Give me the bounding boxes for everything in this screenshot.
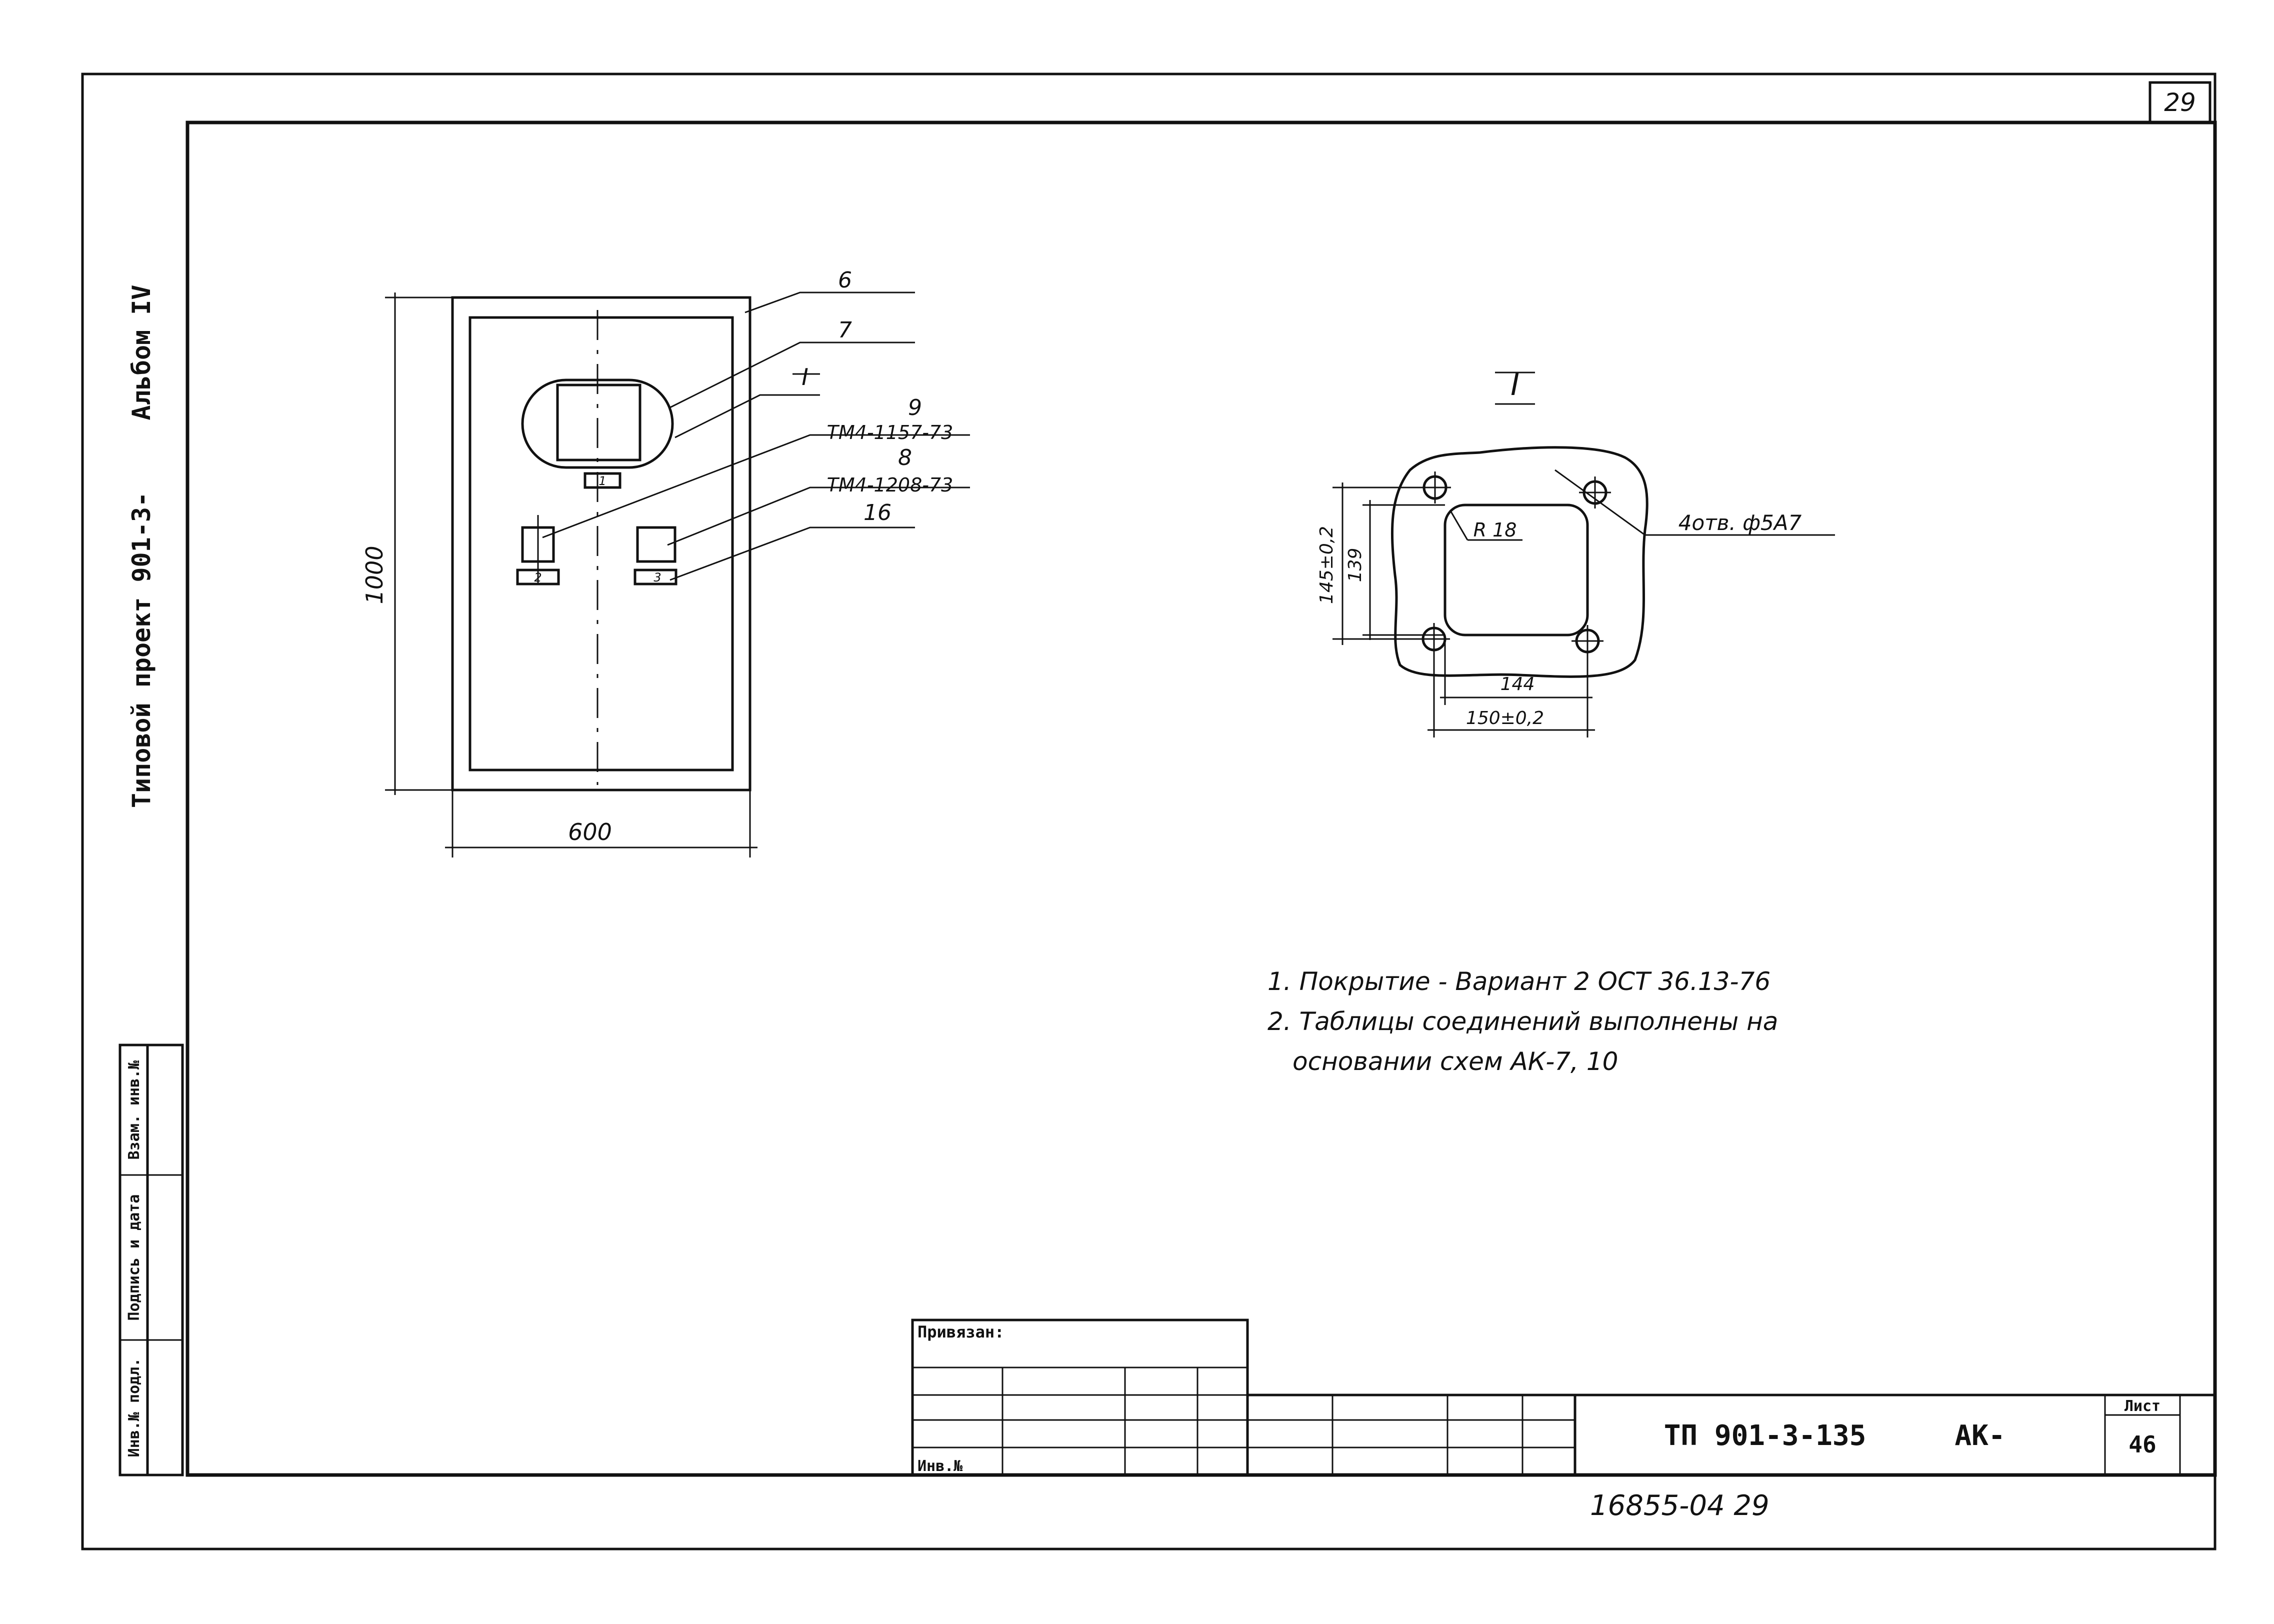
side-stamp-signature: Подпись и дата — [126, 1194, 143, 1321]
note-2: 2. Таблицы соединений выполнены на — [1268, 1007, 1778, 1036]
leader-pos-16: 16 — [864, 500, 892, 526]
designation: ТП 901-3-135 — [1664, 1420, 1866, 1452]
label-plate-2-text: 2 — [534, 570, 542, 584]
sheet-number: 46 — [2128, 1431, 2156, 1458]
label-plate-1 — [584, 472, 622, 489]
sheet-label: Лист — [2124, 1398, 2160, 1415]
side-stamp-replaced: Взам. инв.№ — [126, 1060, 143, 1160]
window-opening — [556, 384, 642, 462]
panel-outline — [451, 296, 752, 792]
inv-no-label: Инв.№ — [918, 1458, 963, 1475]
detail-title: I — [1510, 368, 1520, 402]
device-right — [636, 526, 676, 563]
archive-number: 16855-04 29 — [1590, 1490, 1770, 1522]
notes: 1. Покрытие - Вариант 2 ОСТ 36.13-76 2. … — [1268, 967, 1778, 1076]
drawing-frame — [186, 120, 2217, 1477]
outer-border — [81, 72, 2216, 1550]
detail-radius: R 18 — [1474, 519, 1517, 541]
detail-outline — [1390, 446, 1648, 678]
dim-width: 600 — [568, 818, 612, 846]
label-plate-3-text: 3 — [654, 570, 661, 584]
mark: АК- — [1954, 1420, 2005, 1452]
leader-pos-7: 7 — [838, 318, 852, 343]
side-stamp-inv: Инв.№ подл. — [126, 1358, 143, 1458]
privyazan-label: Привязан: — [918, 1322, 1004, 1342]
corner-number-box — [2148, 81, 2212, 124]
front-view: 1 2 3 1000 600 6 7 I 9 ТМ4-1157-73 8 — [361, 268, 970, 858]
detail-I: I R 18 4отв. ф5А7 145±0,2 — [1316, 368, 1835, 738]
label-plate-2 — [516, 568, 560, 586]
corner-number: 29 — [2164, 88, 2196, 117]
note-2-cont: основании схем АК-7, 10 — [1292, 1047, 1618, 1076]
window-oval — [521, 378, 674, 469]
panel-inner-frame — [468, 316, 734, 772]
dim-height: 1000 — [361, 546, 388, 604]
dim-outer-h: 150±0,2 — [1466, 708, 1544, 728]
dim-inner-h: 144 — [1500, 674, 1535, 694]
detail-opening — [1444, 504, 1589, 636]
detail-holes: 4отв. ф5А7 — [1678, 510, 1802, 535]
title-block: Привязан: Инв.№ ТП 901-3-135 АК- Лист 46 — [911, 1318, 2216, 1476]
note-1: 1. Покрытие - Вариант 2 ОСТ 36.13-76 — [1268, 967, 1770, 996]
leader-pos-6: 6 — [838, 268, 852, 293]
leader-doc-8: ТМ4-1208-73 — [827, 474, 954, 496]
side-stamp: Инв.№ подл. Подпись и дата Взам. инв.№ — [118, 1044, 184, 1476]
leader-pos-8: 8 — [898, 445, 912, 470]
leader-pos-I: I — [802, 364, 808, 390]
dim-outer-v: 145±0,2 — [1316, 526, 1337, 604]
label-plate-1-text: 1 — [598, 474, 606, 488]
leader-doc-9: ТМ4-1157-73 — [827, 422, 954, 444]
side-album-title: Альбом IV — [127, 285, 156, 420]
dim-inner-v: 139 — [1345, 548, 1366, 582]
side-project-title: Типовой проект 901-3- — [127, 492, 156, 808]
leader-pos-9: 9 — [908, 395, 922, 420]
